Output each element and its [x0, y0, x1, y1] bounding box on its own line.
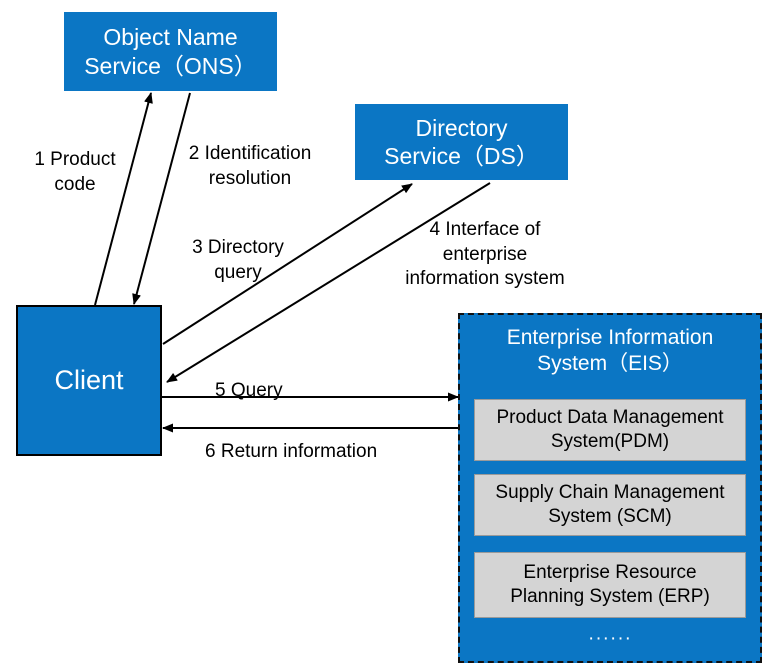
eis-subsystem-scm-label: Supply Chain Management System (SCM) [495, 482, 725, 527]
eis-title: Enterprise Information System（EIS） [506, 326, 714, 376]
node-enterprise-information-system[interactable]: Enterprise Information System（EIS） Produ… [458, 313, 762, 663]
edge-label-1-product-code: 1 Product code [34, 149, 116, 195]
node-object-name-service[interactable]: Object Name Service（ONS） [64, 12, 277, 91]
eis-subsystem-erp-label: Enterprise Resource Planning System (ERP… [510, 562, 710, 607]
edge-1-product-code [94, 92, 153, 306]
edge-label-3-directory-query: 3 Directory query [192, 237, 284, 283]
node-client-label: Client [54, 365, 124, 396]
node-ds-label: Directory Service（DS） [384, 114, 539, 169]
node-ons-label: Object Name Service（ONS） [84, 24, 257, 79]
edge-label-4-interface-of-enterprise-information-system: 4 Interface of enterprise information sy… [405, 219, 565, 290]
eis-subsystem-scm[interactable]: Supply Chain Management System (SCM) [474, 474, 746, 536]
node-client[interactable]: Client [16, 305, 162, 456]
eis-subsystem-pdm[interactable]: Product Data Management System(PDM) [474, 399, 746, 461]
eis-subsystem-erp[interactable]: Enterprise Resource Planning System (ERP… [474, 552, 746, 618]
eis-ellipsis: ······ [588, 628, 632, 649]
edge-label-2-identification-resolution: 2 Identification resolution [188, 143, 312, 189]
edge-label-6-return-information: 6 Return information [205, 441, 378, 462]
node-directory-service[interactable]: Directory Service（DS） [355, 104, 568, 180]
eis-subsystem-pdm-label: Product Data Management System(PDM) [496, 407, 724, 452]
edge-label-5-query: 5 Query [215, 380, 283, 401]
